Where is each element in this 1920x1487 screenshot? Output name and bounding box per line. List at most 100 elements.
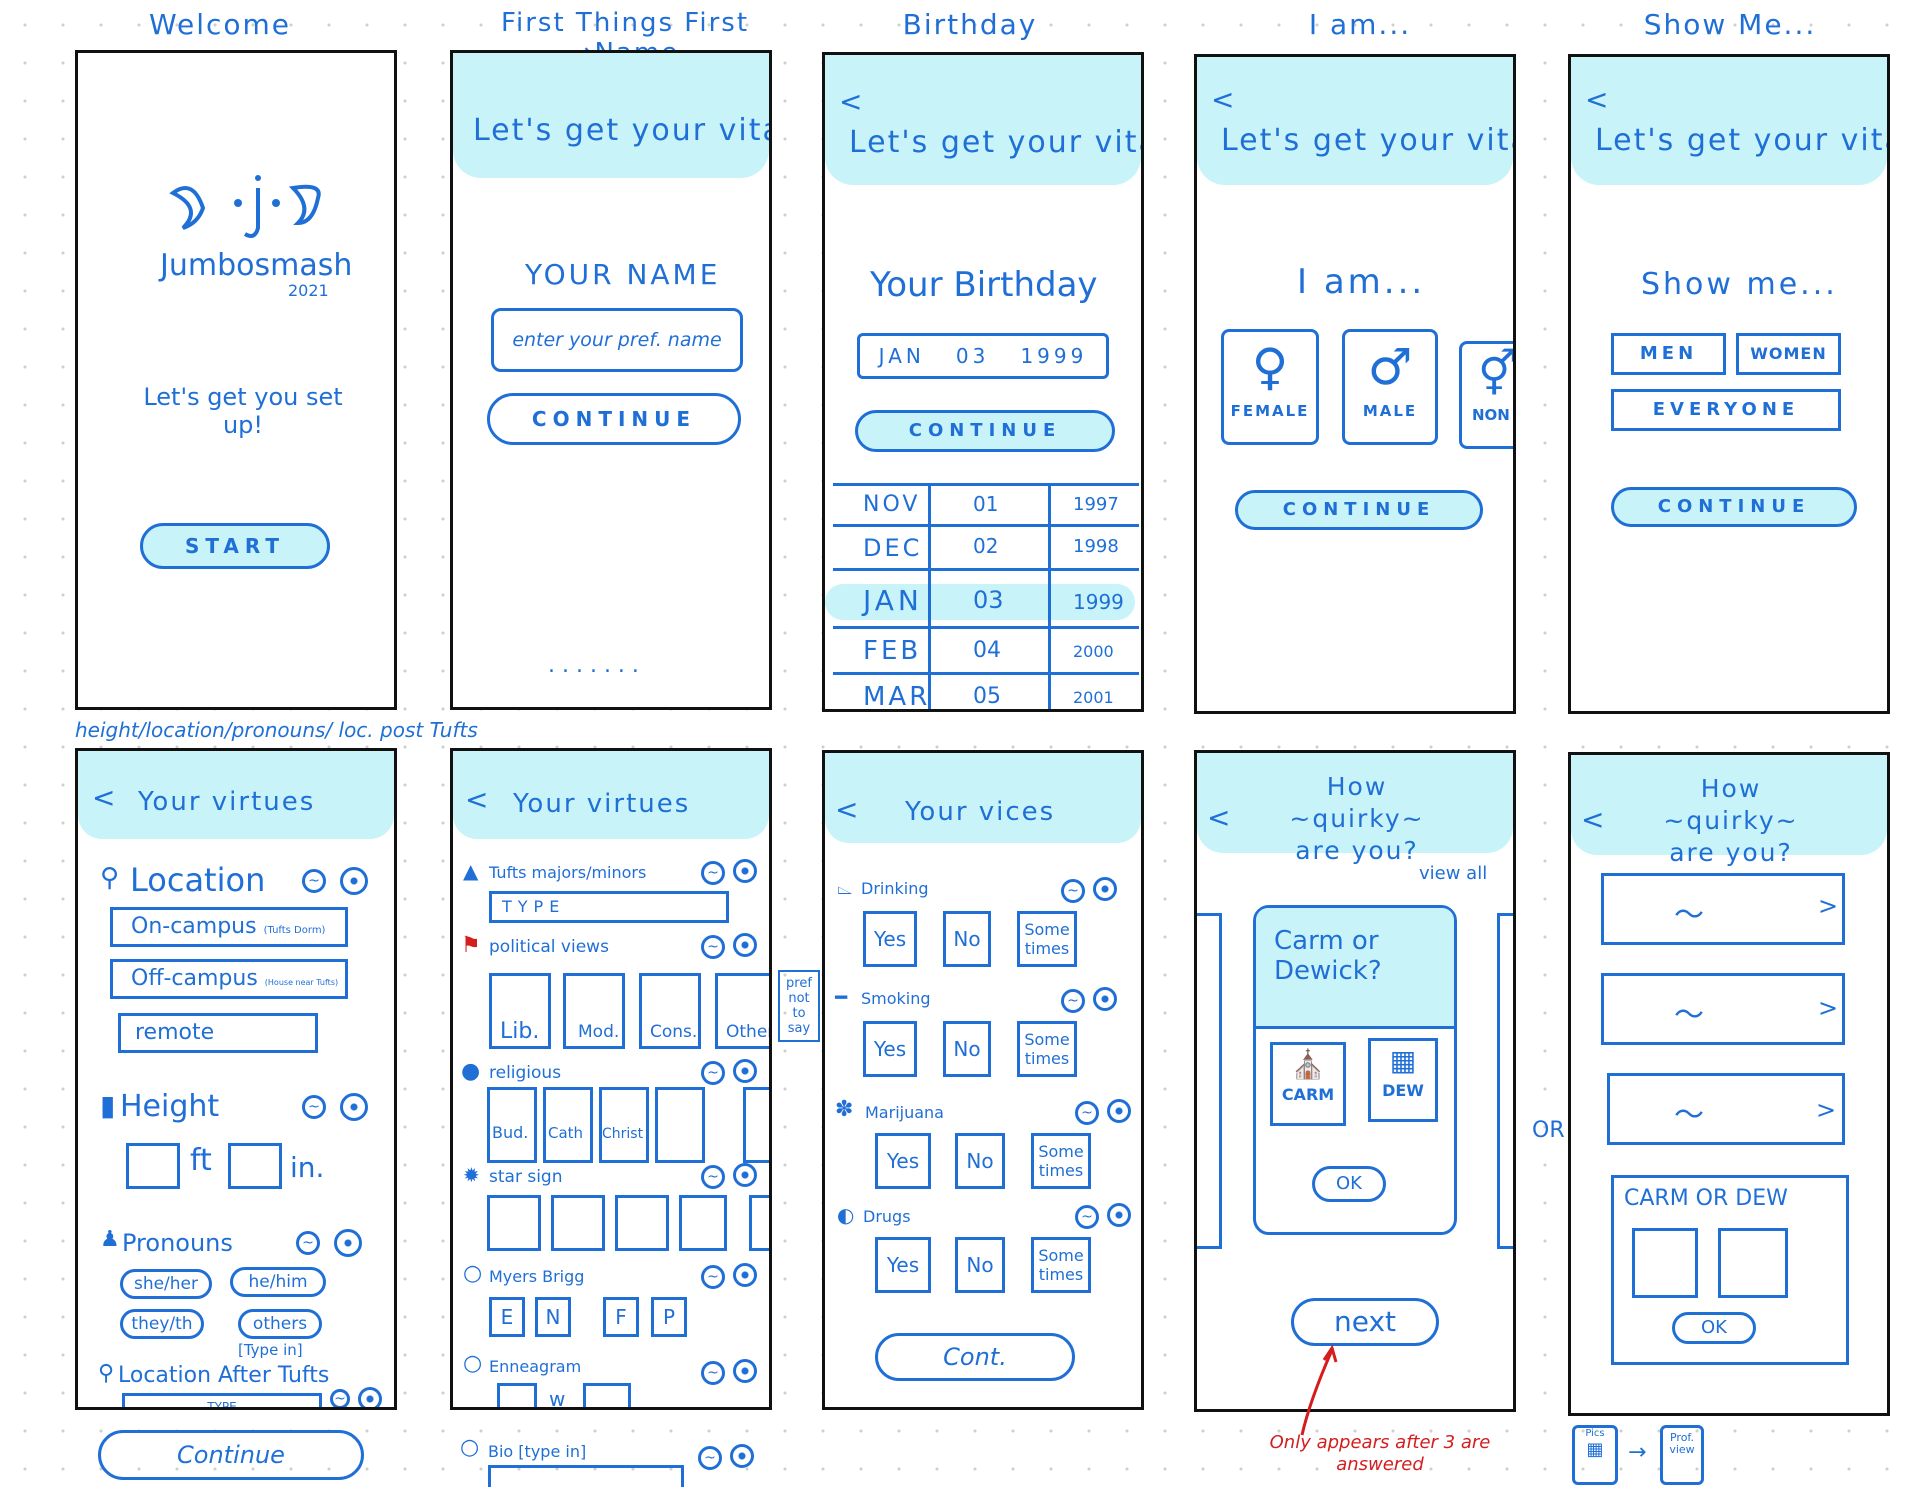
picker-month[interactable]: DEC bbox=[863, 534, 923, 562]
smoking-sometimes[interactable]: Some times bbox=[1017, 1021, 1077, 1077]
mbti-n[interactable]: N bbox=[535, 1297, 571, 1337]
back-icon[interactable]: < bbox=[92, 781, 116, 814]
mbti-p[interactable]: P bbox=[651, 1297, 687, 1337]
picker-year[interactable]: 1997 bbox=[1073, 494, 1119, 515]
majors-input[interactable]: TYPE bbox=[489, 891, 729, 923]
birthday-value-field[interactable]: JAN 03 1999 bbox=[857, 333, 1109, 379]
view-all-link[interactable]: view all bbox=[1419, 863, 1488, 884]
pronoun-she-her[interactable]: she/her bbox=[120, 1269, 212, 1299]
visible-eye-icon[interactable] bbox=[733, 859, 757, 883]
back-icon[interactable]: < bbox=[835, 793, 859, 826]
smoking-yes[interactable]: Yes bbox=[863, 1021, 917, 1077]
hidden-eye-icon[interactable]: ~ bbox=[701, 1061, 725, 1085]
religious-christ[interactable]: Christ bbox=[599, 1087, 649, 1163]
men-option[interactable]: MEN bbox=[1611, 333, 1726, 375]
ok-button[interactable]: OK bbox=[1672, 1312, 1756, 1344]
nonbinary-option[interactable]: ⚥ NON bbox=[1459, 341, 1513, 449]
visible-eye-icon[interactable] bbox=[733, 1059, 757, 1083]
political-mod[interactable]: Mod. bbox=[563, 973, 625, 1049]
visible-eye-icon[interactable] bbox=[733, 1263, 757, 1287]
birthday-continue-button[interactable]: CONTINUE bbox=[855, 410, 1115, 452]
mbti-f[interactable]: F bbox=[603, 1297, 639, 1337]
picker-year[interactable]: 2000 bbox=[1073, 642, 1114, 661]
enneagram-wing-input[interactable] bbox=[583, 1383, 631, 1407]
showme-continue-button[interactable]: CONTINUE bbox=[1611, 487, 1857, 527]
visible-eye-icon[interactable] bbox=[733, 933, 757, 957]
name-input[interactable]: enter your pref. name bbox=[491, 308, 743, 372]
drugs-no[interactable]: No bbox=[955, 1237, 1005, 1293]
back-icon[interactable]: < bbox=[1581, 803, 1605, 836]
back-icon[interactable]: < bbox=[1585, 83, 1609, 116]
quirky-question-row[interactable]: 〜 > bbox=[1601, 873, 1845, 945]
hidden-eye-icon[interactable]: ~ bbox=[296, 1231, 320, 1255]
picker-day[interactable]: 01 bbox=[973, 492, 999, 516]
picker-month-selected[interactable]: JAN bbox=[863, 584, 923, 617]
male-option[interactable]: ♂ MALE bbox=[1342, 329, 1438, 445]
carm-choice[interactable] bbox=[1632, 1228, 1698, 1298]
star-sign-option[interactable] bbox=[487, 1195, 541, 1251]
quirky-question-row[interactable]: 〜 > bbox=[1607, 1073, 1845, 1145]
carm-choice[interactable]: ⛪ CARM bbox=[1270, 1042, 1346, 1126]
pronoun-he-him[interactable]: he/him bbox=[230, 1267, 326, 1297]
smoking-no[interactable]: No bbox=[943, 1021, 991, 1077]
political-lib[interactable]: Lib. bbox=[489, 973, 551, 1049]
women-option[interactable]: WOMEN bbox=[1736, 333, 1841, 375]
religious-cath[interactable]: Cath bbox=[543, 1087, 593, 1163]
hidden-eye-icon[interactable]: ~ bbox=[698, 1446, 722, 1470]
religious-bud[interactable]: Bud. bbox=[487, 1087, 537, 1163]
drugs-yes[interactable]: Yes bbox=[875, 1237, 931, 1293]
visible-eye-icon[interactable] bbox=[1107, 1203, 1131, 1227]
drinking-sometimes[interactable]: Some times bbox=[1017, 911, 1077, 967]
hidden-eye-icon[interactable]: ~ bbox=[701, 1361, 725, 1385]
after-tufts-input[interactable]: TYPE bbox=[122, 1393, 322, 1407]
back-icon[interactable]: < bbox=[839, 85, 863, 118]
picker-month[interactable]: MAR bbox=[863, 682, 931, 712]
visible-eye-icon[interactable] bbox=[358, 1387, 382, 1407]
picker-year-selected[interactable]: 1999 bbox=[1073, 590, 1124, 614]
back-icon[interactable]: < bbox=[465, 783, 489, 816]
off-campus-option[interactable]: Off-campus (House near Tufts) bbox=[110, 959, 348, 999]
height-ft-input[interactable] bbox=[126, 1143, 180, 1189]
visible-eye-icon[interactable] bbox=[1107, 1099, 1131, 1123]
pronoun-they-them[interactable]: they/th bbox=[120, 1309, 204, 1339]
dew-choice[interactable] bbox=[1718, 1228, 1788, 1298]
picker-day[interactable]: 02 bbox=[973, 534, 999, 558]
marijuana-no[interactable]: No bbox=[955, 1133, 1005, 1189]
hidden-eye-icon[interactable]: ~ bbox=[701, 935, 725, 959]
on-campus-option[interactable]: On-campus (Tufts Dorm) bbox=[110, 907, 348, 947]
back-icon[interactable]: < bbox=[1207, 801, 1231, 834]
picker-month[interactable]: NOV bbox=[863, 492, 921, 517]
date-picker[interactable]: NOV 01 1997 DEC 02 1998 JAN 03 1999 FEB … bbox=[825, 483, 1139, 712]
virtues-continue-button[interactable]: Continue bbox=[98, 1430, 364, 1480]
picker-month[interactable]: FEB bbox=[863, 636, 922, 666]
visible-eye-icon[interactable] bbox=[334, 1229, 362, 1257]
drugs-sometimes[interactable]: Some times bbox=[1031, 1237, 1091, 1293]
picker-year[interactable]: 2001 bbox=[1073, 688, 1114, 707]
visible-eye-icon[interactable] bbox=[340, 1093, 368, 1121]
visible-eye-icon[interactable] bbox=[1093, 877, 1117, 901]
star-sign-option[interactable] bbox=[615, 1195, 669, 1251]
female-option[interactable]: ♀ FEMALE bbox=[1221, 329, 1319, 445]
next-button[interactable]: next bbox=[1291, 1298, 1439, 1346]
drinking-no[interactable]: No bbox=[943, 911, 991, 967]
star-sign-option[interactable] bbox=[749, 1195, 769, 1251]
picker-day[interactable]: 04 bbox=[973, 638, 1001, 663]
star-sign-option[interactable] bbox=[679, 1195, 727, 1251]
vices-continue-button[interactable]: Cont. bbox=[875, 1333, 1075, 1381]
religious-option[interactable] bbox=[743, 1087, 769, 1163]
everyone-option[interactable]: EVERYONE bbox=[1611, 389, 1841, 431]
religious-option[interactable] bbox=[655, 1087, 705, 1163]
height-in-input[interactable] bbox=[228, 1143, 282, 1189]
hidden-eye-icon[interactable]: ~ bbox=[701, 1265, 725, 1289]
back-icon[interactable]: < bbox=[1211, 83, 1235, 116]
bio-input[interactable] bbox=[488, 1465, 684, 1487]
political-other[interactable]: Other bbox=[715, 973, 769, 1049]
political-cons[interactable]: Cons. bbox=[639, 973, 701, 1049]
hidden-eye-icon[interactable]: ~ bbox=[302, 1095, 326, 1119]
picker-day[interactable]: 05 bbox=[973, 684, 1001, 709]
ok-button[interactable]: OK bbox=[1312, 1166, 1386, 1202]
marijuana-yes[interactable]: Yes bbox=[875, 1133, 931, 1189]
remote-option[interactable]: remote bbox=[118, 1013, 318, 1053]
hidden-eye-icon[interactable]: ~ bbox=[1061, 879, 1085, 903]
quirky-question-row[interactable]: 〜 > bbox=[1601, 973, 1845, 1045]
